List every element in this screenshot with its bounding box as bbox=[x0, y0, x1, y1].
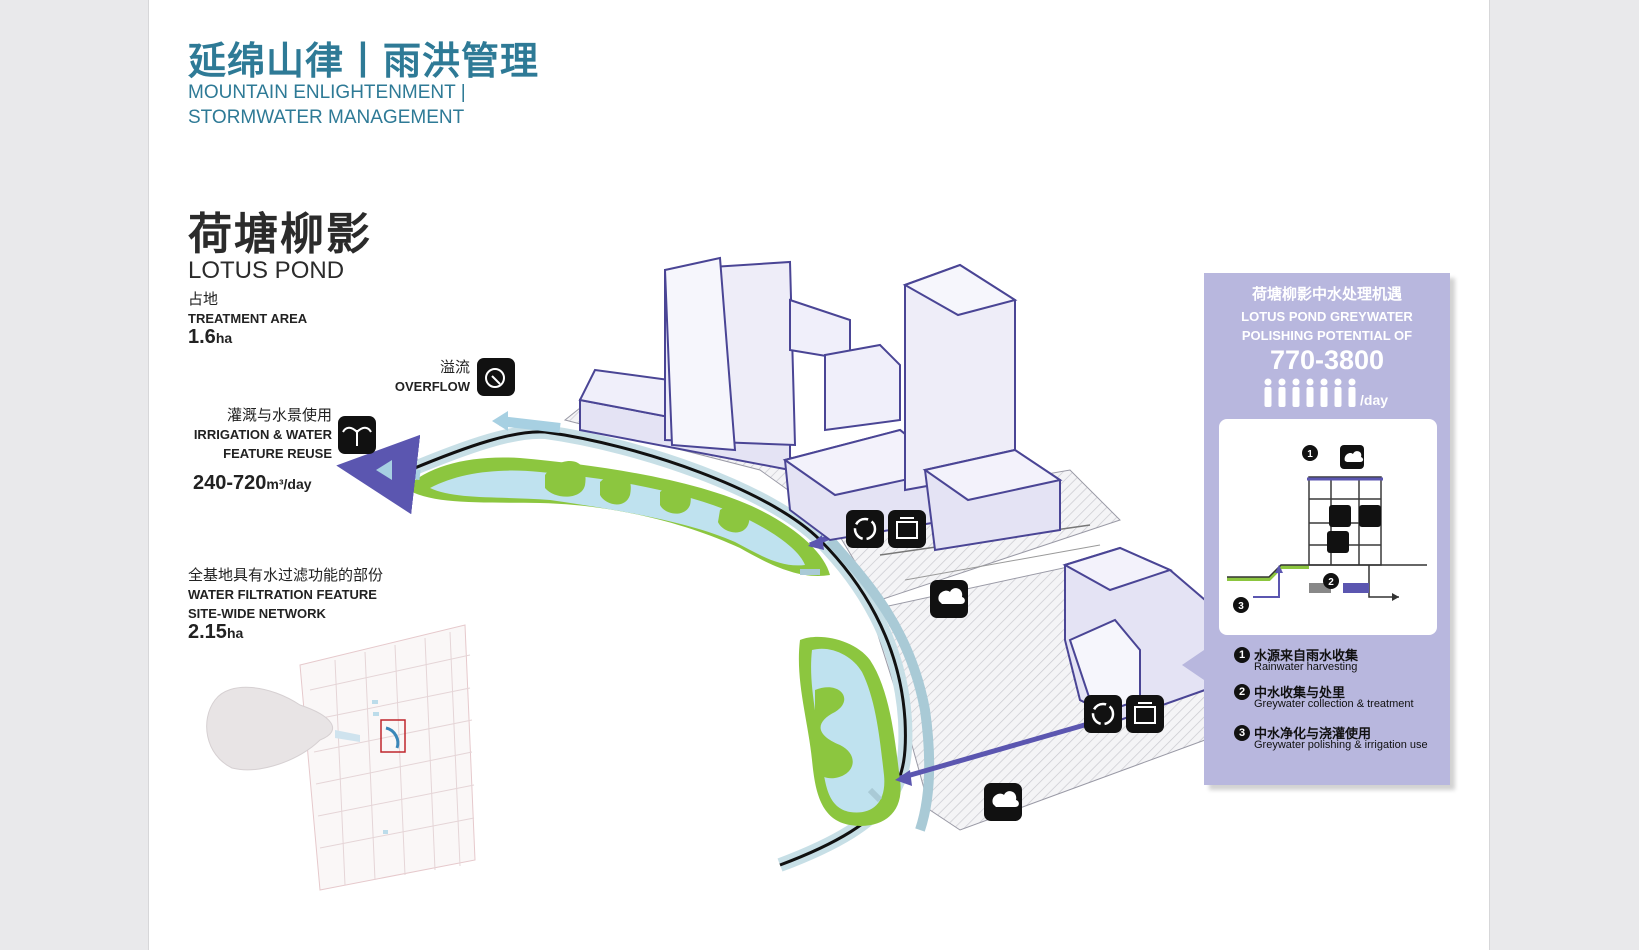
panel-pointer bbox=[1182, 650, 1204, 680]
irrigation-label-en-2: FEATURE REUSE bbox=[223, 446, 332, 461]
lotus-pond-south bbox=[798, 636, 901, 826]
section-title-cn: 荷塘柳影 bbox=[188, 210, 372, 259]
panel-title-cn: 荷塘柳影中水处理机遇 bbox=[1251, 286, 1402, 303]
panel-title-en-2: POLISHING POTENTIAL OF bbox=[1241, 328, 1413, 343]
panel-unit: /day bbox=[1360, 392, 1389, 408]
legend-en-3: Greywater polishing & irrigation use bbox=[1254, 739, 1428, 751]
page-title-en: MOUNTAIN ENLIGHTENMENT | STORMWATER MANA… bbox=[188, 80, 466, 130]
treatment-value: 1.6ha bbox=[188, 326, 307, 348]
page-title-en-line1: MOUNTAIN ENLIGHTENMENT | bbox=[188, 82, 466, 103]
panel-title-en: LOTUS POND GREYWATER POLISHING POTENTIAL… bbox=[1204, 307, 1450, 345]
filtration-number: 2.15 bbox=[188, 621, 227, 643]
legend-cn-1: 水源来自雨水收集 bbox=[1254, 648, 1359, 663]
greywater-schematic: 1 2 3 bbox=[1227, 445, 1427, 613]
recycle-icon bbox=[846, 510, 884, 548]
greywater-panel: 荷塘柳影中水处理机遇 LOTUS POND GREYWATER POLISHIN… bbox=[1204, 273, 1450, 785]
card-num-1: 1 bbox=[1307, 449, 1313, 460]
irrigation-label-en-1: IRRIGATION & WATER bbox=[193, 427, 332, 442]
site-map-highlight bbox=[380, 719, 406, 753]
irrigation-label-cn: 灌溉与水景使用 bbox=[226, 407, 332, 424]
panel-title-en-1: LOTUS POND GREYWATER bbox=[1241, 309, 1413, 324]
overflow-label: 溢流 OVERFLOW bbox=[360, 358, 470, 396]
legend-num-3: 3 bbox=[1234, 725, 1250, 741]
lotus-pond-north bbox=[405, 457, 830, 576]
panel-value: 770-3800 bbox=[1269, 345, 1385, 375]
card-num-3: 3 bbox=[1238, 601, 1244, 612]
page-title-cn: 延绵山律丨雨洪管理 bbox=[188, 41, 540, 83]
legend-cn-2: 中水收集与处里 bbox=[1254, 685, 1346, 700]
people-icon bbox=[1264, 378, 1356, 407]
site-map-thumbnail bbox=[206, 624, 476, 891]
legend-num-2: 2 bbox=[1234, 684, 1250, 700]
irrigation-value: 240-720m³/day bbox=[193, 472, 312, 495]
filtration-value: 2.15ha bbox=[188, 621, 383, 643]
overflow-label-cn: 溢流 bbox=[439, 359, 470, 376]
irrigation-label: 灌溉与水景使用 IRRIGATION & WATER FEATURE REUSE bbox=[180, 406, 332, 463]
treatment-label-cn: 占地 bbox=[188, 291, 219, 308]
filtration-label-en-2: SITE-WIDE NETWORK bbox=[188, 606, 326, 621]
legend-en-2: Greywater collection & treatment bbox=[1254, 698, 1414, 710]
overflow-icon bbox=[477, 358, 515, 396]
flow-arrows bbox=[336, 411, 1096, 803]
treatment-tank-icon-2 bbox=[1126, 695, 1164, 733]
filtration-label-en-1: WATER FILTRATION FEATURE bbox=[188, 587, 377, 602]
filtration-block: 全基地具有水过滤功能的部份 WATER FILTRATION FEATURE S… bbox=[188, 566, 383, 643]
treatment-label-en: TREATMENT AREA bbox=[188, 311, 308, 326]
legend-num-1: 1 bbox=[1234, 647, 1250, 663]
card-num-2: 2 bbox=[1328, 577, 1334, 588]
legend-cn-3: 中水净化与浇灌使用 bbox=[1254, 726, 1372, 741]
treatment-tank-icon bbox=[888, 510, 926, 548]
treatment-number: 1.6 bbox=[188, 326, 216, 348]
rain-cloud-icon-2 bbox=[984, 783, 1022, 821]
irrigation-unit: m³/day bbox=[266, 476, 312, 492]
greywater-schematic-card: 1 2 3 bbox=[1219, 419, 1437, 635]
treatment-area-block: 占地 TREATMENT AREA 1.6ha bbox=[188, 290, 307, 348]
section-title-en: LOTUS POND bbox=[188, 257, 345, 284]
page-title-en-line2: STORMWATER MANAGEMENT bbox=[188, 107, 465, 128]
overflow-label-en: OVERFLOW bbox=[394, 379, 470, 394]
treatment-unit: ha bbox=[215, 330, 233, 346]
fountain-icon bbox=[338, 416, 376, 454]
recycle-icon-2 bbox=[1084, 695, 1122, 733]
legend-en-1: Rainwater harvesting bbox=[1254, 661, 1358, 673]
filtration-label-cn: 全基地具有水过滤功能的部份 bbox=[188, 567, 384, 584]
rain-cloud-icon bbox=[930, 580, 968, 618]
irrigation-number: 240-720 bbox=[193, 472, 267, 494]
filtration-unit: ha bbox=[226, 625, 244, 641]
